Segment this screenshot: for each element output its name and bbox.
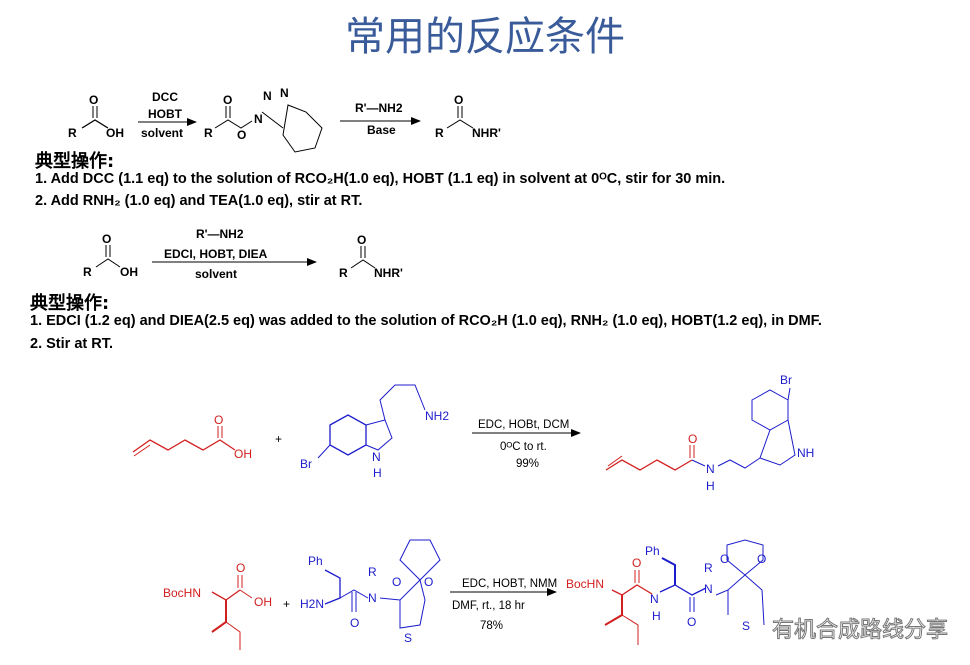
svg-text:O: O — [687, 615, 696, 629]
svg-text:R: R — [704, 561, 713, 575]
page-title: 常用的反应条件 — [345, 14, 625, 60]
svg-text:N: N — [704, 582, 713, 596]
svg-text:N: N — [368, 591, 377, 605]
example2-conditions: EDC, HOBT, NMM DMF, rt., 18 hr 78% — [450, 578, 557, 632]
procedure1-step2: 2. Add RNH₂ (1.0 eq) and TEA(1.0 eq), st… — [35, 193, 363, 209]
scheme1: R O OH DCC HOBT solvent R O O N N N R'—N… — [68, 86, 501, 153]
svg-text:BocHN: BocHN — [566, 577, 604, 591]
hexenoic-acid: O OH — [132, 413, 252, 461]
reagent-dcc: DCC — [152, 90, 178, 104]
svg-text:O: O — [454, 93, 463, 107]
svg-text:O: O — [102, 232, 111, 246]
svg-text:N: N — [372, 450, 381, 464]
svg-text:O: O — [350, 616, 359, 630]
atom-O: O — [89, 93, 98, 107]
example2-product: BocHN O N H Ph O N R O O S — [566, 539, 766, 645]
svg-text:O: O — [392, 575, 401, 589]
scheme2: R O OH R'—NH2 EDCI, HOBT, DIEA solvent R… — [83, 227, 403, 281]
svg-text:R'—NH2: R'—NH2 — [355, 101, 403, 115]
svg-text:NHR': NHR' — [472, 126, 501, 140]
procedure1-heading: 典型操作: — [35, 151, 115, 172]
svg-text:R'—NH2: R'—NH2 — [196, 227, 244, 241]
svg-text:O: O — [214, 413, 223, 427]
svg-text:H: H — [652, 609, 661, 623]
svg-text:NH2: NH2 — [425, 409, 449, 423]
svg-text:N: N — [254, 112, 263, 126]
svg-text:O: O — [720, 552, 729, 566]
bromotryptamine: Br N H NH2 — [300, 384, 449, 480]
amine-component: Ph H2N O N R O O S — [300, 539, 441, 645]
svg-text:BocHN: BocHN — [163, 586, 201, 600]
svg-text:Br: Br — [780, 373, 792, 387]
watermark: 有机合成路线分享 — [771, 618, 949, 644]
svg-text:EDCI, HOBT, DIEA: EDCI, HOBT, DIEA — [164, 247, 268, 261]
svg-text:99%: 99% — [516, 458, 539, 470]
svg-text:O: O — [223, 93, 232, 107]
plus-sign: + — [283, 597, 290, 611]
svg-text:DMF, rt., 18 hr: DMF, rt., 18 hr — [452, 600, 525, 612]
reagent-hobt: HOBT — [148, 107, 183, 121]
svg-text:N: N — [263, 89, 272, 103]
svg-text:S: S — [742, 619, 750, 633]
atom-OH: OH — [106, 126, 124, 140]
svg-text:O: O — [757, 552, 766, 566]
example1-conditions: EDC, HOBt, DCM 0ᴼC to rt. 99% — [472, 419, 581, 470]
svg-text:Ph: Ph — [308, 554, 323, 568]
svg-text:R: R — [204, 126, 213, 140]
procedure1-step1: 1. Add DCC (1.1 eq) to the solution of R… — [35, 171, 726, 187]
svg-text:R: R — [339, 266, 348, 280]
procedure2-heading: 典型操作: — [30, 293, 110, 314]
svg-text:N: N — [650, 592, 659, 606]
plus-sign: + — [275, 432, 282, 446]
svg-text:O: O — [237, 128, 246, 142]
svg-text:OH: OH — [120, 265, 138, 279]
svg-text:H2N: H2N — [300, 597, 324, 611]
svg-text:H: H — [373, 466, 382, 480]
svg-text:OH: OH — [234, 447, 252, 461]
svg-text:Base: Base — [367, 123, 396, 137]
svg-text:N: N — [280, 86, 289, 100]
svg-text:N: N — [706, 462, 715, 476]
svg-text:O: O — [357, 233, 366, 247]
procedure2-step2: 2. Stir at RT. — [30, 336, 113, 352]
svg-text:NHR': NHR' — [374, 266, 403, 280]
boc-isoleucine: BocHN O OH — [163, 561, 272, 650]
svg-text:O: O — [632, 556, 641, 570]
svg-text:O: O — [424, 575, 433, 589]
svg-text:O: O — [688, 432, 697, 446]
svg-text:EDC, HOBt, DCM: EDC, HOBt, DCM — [478, 419, 569, 431]
example1-product: O N H Br NH — [605, 373, 814, 493]
svg-text:R: R — [435, 126, 444, 140]
svg-text:R: R — [83, 265, 92, 279]
svg-text:Ph: Ph — [645, 544, 660, 558]
svg-text:NH: NH — [797, 446, 814, 460]
svg-text:0ᴼC to rt.: 0ᴼC to rt. — [500, 441, 547, 453]
svg-text:EDC, HOBT, NMM: EDC, HOBT, NMM — [462, 578, 557, 590]
svg-text:S: S — [404, 631, 412, 645]
svg-text:solvent: solvent — [195, 267, 237, 281]
procedure2-step1: 1. EDCI (1.2 eq) and DIEA(2.5 eq) was ad… — [30, 313, 822, 329]
reagent-solvent: solvent — [141, 126, 183, 140]
svg-text:O: O — [236, 561, 245, 575]
svg-text:H: H — [706, 479, 715, 493]
svg-text:Br: Br — [300, 457, 312, 471]
svg-text:78%: 78% — [480, 620, 503, 632]
atom-R: R — [68, 126, 77, 140]
svg-text:OH: OH — [254, 595, 272, 609]
svg-text:R: R — [368, 565, 377, 579]
